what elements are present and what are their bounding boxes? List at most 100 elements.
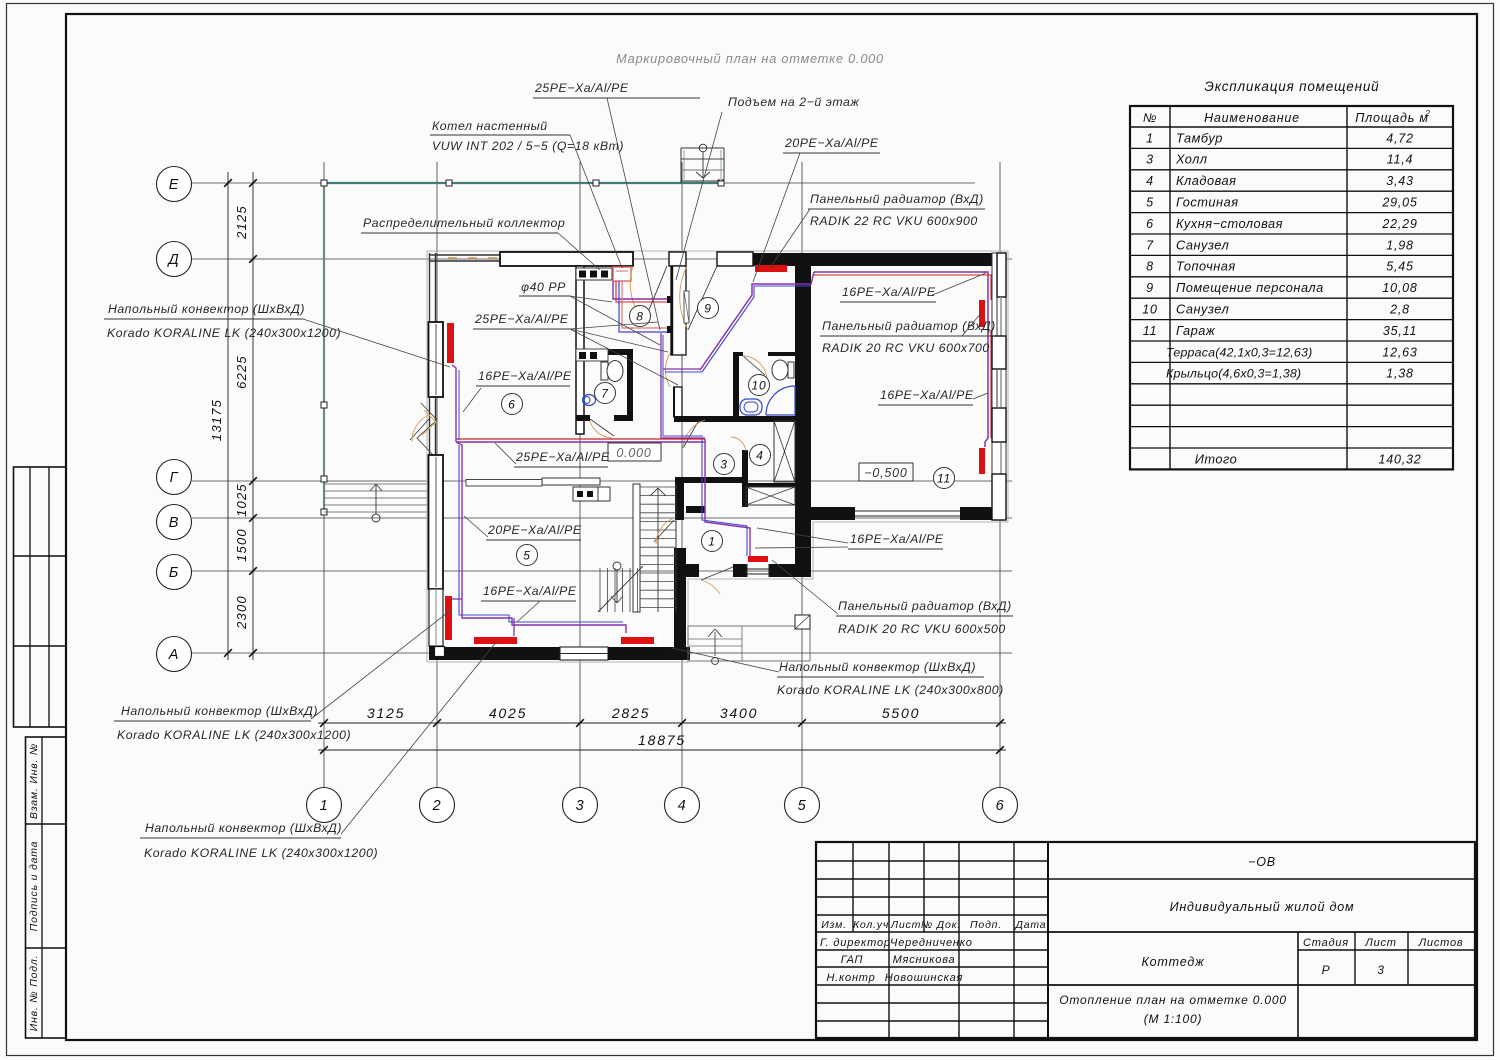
svg-text:Панельный радиатор (ВхД): Панельный радиатор (ВхД) [838, 599, 1012, 613]
svg-text:Изм.: Изм. [821, 919, 847, 931]
svg-text:Индивидуальный жилой дом: Индивидуальный жилой дом [1170, 900, 1355, 914]
svg-text:6225: 6225 [234, 355, 249, 389]
svg-text:Наименование: Наименование [1204, 111, 1300, 125]
svg-text:RADIK 20 RC VKU 600х500: RADIK 20 RC VKU 600х500 [838, 622, 1006, 636]
svg-text:13175: 13175 [209, 399, 224, 441]
svg-text:А: А [168, 647, 179, 663]
svg-text:16PE−Ха/Аl/РЕ: 16PE−Ха/Аl/РЕ [850, 532, 944, 546]
svg-text:1,98: 1,98 [1386, 238, 1414, 252]
svg-text:RADIK 22 RC VKU 600х900: RADIK 22 RC VKU 600х900 [810, 214, 978, 228]
svg-text:4,72: 4,72 [1386, 131, 1414, 145]
svg-text:3400: 3400 [720, 705, 758, 721]
svg-text:Г: Г [170, 470, 179, 486]
svg-text:№: № [1143, 111, 1157, 125]
svg-text:ГАП: ГАП [841, 954, 864, 966]
svg-text:29,05: 29,05 [1381, 196, 1417, 210]
svg-text:3: 3 [720, 458, 727, 472]
svg-text:Лист: Лист [1364, 937, 1397, 949]
svg-text:Р: Р [1322, 963, 1331, 977]
svg-text:Мясникова: Мясникова [893, 954, 956, 966]
svg-text:Листов: Листов [1418, 937, 1464, 949]
svg-text:1: 1 [320, 798, 329, 814]
svg-text:4025: 4025 [489, 705, 527, 721]
svg-text:Санузел: Санузел [1176, 302, 1229, 317]
svg-text:Korado KORALINE LK (240х300х80: Korado KORALINE LK (240х300х800) [777, 683, 1004, 697]
svg-text:−0,500: −0,500 [864, 466, 907, 480]
svg-text:16PE−Ха/Аl/РЕ: 16PE−Ха/Аl/РЕ [880, 388, 974, 402]
svg-text:3: 3 [1146, 153, 1154, 167]
svg-text:9: 9 [704, 302, 711, 316]
svg-text:1: 1 [708, 535, 715, 549]
svg-text:Г. директор: Г. директор [820, 937, 891, 949]
svg-text:6: 6 [1146, 217, 1154, 231]
svg-text:VUW INT 202 / 5−5 (Q=18 кВт): VUW INT 202 / 5−5 (Q=18 кВт) [432, 139, 624, 153]
svg-text:2300: 2300 [234, 595, 249, 630]
svg-text:8: 8 [636, 310, 643, 324]
svg-text:2125: 2125 [234, 205, 249, 240]
svg-text:35,11: 35,11 [1383, 324, 1417, 338]
svg-text:20PE−Ха/Аl/РЕ: 20PE−Ха/Аl/РЕ [487, 523, 582, 537]
svg-text:Напольный конвектор (ШхВхД): Напольный конвектор (ШхВхД) [108, 302, 305, 316]
svg-text:4: 4 [756, 449, 763, 463]
svg-text:Распределительный коллектор: Распределительный коллектор [363, 216, 565, 230]
svg-text:Площадь м: Площадь м [1355, 111, 1429, 125]
svg-text:22,29: 22,29 [1381, 217, 1417, 231]
svg-text:φ40 РР: φ40 РР [521, 280, 566, 294]
svg-text:Дата: Дата [1015, 919, 1047, 931]
svg-text:Взам. Инв. №: Взам. Инв. № [28, 743, 40, 819]
svg-text:№ Док.: № Док. [921, 919, 961, 931]
svg-text:Котел настенный: Котел настенный [432, 119, 548, 133]
svg-text:Помещение персонала: Помещение персонала [1176, 280, 1324, 295]
svg-text:Кладовая: Кладовая [1176, 173, 1236, 188]
svg-text:140,32: 140,32 [1378, 452, 1421, 466]
svg-text:16PE−Ха/Аl/РЕ: 16PE−Ха/Аl/РЕ [842, 285, 936, 299]
svg-text:Кухня−столовая: Кухня−столовая [1176, 216, 1283, 231]
svg-text:Подъем на 2−й этаж: Подъем на 2−й этаж [728, 95, 859, 109]
svg-text:Маркировочный план на отметке: Маркировочный план на отметке 0.000 [616, 51, 884, 66]
svg-text:25PE−Ха/Аl/РЕ: 25PE−Ха/Аl/РЕ [515, 450, 610, 464]
svg-text:RADIK 20 RC VKU 600х700: RADIK 20 RC VKU 600х700 [822, 341, 990, 355]
svg-text:Холл: Холл [1175, 152, 1208, 167]
svg-text:Д: Д [166, 252, 179, 268]
svg-text:Коттедж: Коттедж [1141, 955, 1205, 969]
svg-text:5: 5 [523, 549, 530, 563]
svg-text:1500: 1500 [234, 528, 249, 562]
svg-text:2,8: 2,8 [1389, 303, 1410, 317]
svg-text:11,4: 11,4 [1387, 153, 1414, 167]
svg-text:3,43: 3,43 [1386, 174, 1414, 188]
svg-text:Гостиная: Гостиная [1176, 195, 1239, 210]
svg-text:20PE−Ха/Аl/РЕ: 20PE−Ха/Аl/РЕ [784, 136, 879, 150]
svg-text:0.000: 0.000 [616, 446, 651, 460]
svg-text:Чередниченко: Чередниченко [890, 937, 973, 949]
svg-text:6: 6 [996, 798, 1005, 814]
svg-text:5: 5 [798, 798, 807, 814]
svg-text:3125: 3125 [367, 705, 405, 721]
svg-text:16PE−Ха/Аl/РЕ: 16PE−Ха/Аl/РЕ [478, 369, 572, 383]
svg-text:Крыльцо(4,6х0,3=1,38): Крыльцо(4,6х0,3=1,38) [1166, 367, 1301, 381]
svg-text:(М 1:100): (М 1:100) [1144, 1012, 1203, 1026]
svg-text:5500: 5500 [882, 705, 920, 721]
svg-text:1025: 1025 [234, 483, 249, 517]
svg-text:2: 2 [432, 798, 442, 814]
svg-text:10: 10 [1142, 303, 1158, 317]
svg-text:Напольный конвектор (ШхВхД): Напольный конвектор (ШхВхД) [121, 704, 318, 718]
svg-text:Б: Б [169, 565, 179, 581]
svg-text:25PE−Ха/Аl/РЕ: 25PE−Ха/Аl/РЕ [474, 312, 569, 326]
svg-text:Новошинская: Новошинская [885, 972, 963, 984]
svg-text:1,38: 1,38 [1386, 367, 1414, 381]
svg-text:5: 5 [1146, 196, 1154, 210]
svg-text:1: 1 [1146, 131, 1154, 145]
svg-text:Korado KORALINE LK (240х300х12: Korado KORALINE LK (240х300х1200) [107, 326, 341, 340]
svg-text:16PE−Ха/Аl/РЕ: 16PE−Ха/Аl/РЕ [483, 584, 577, 598]
svg-text:12,63: 12,63 [1382, 345, 1417, 359]
svg-text:Лист: Лист [890, 919, 921, 931]
svg-text:7: 7 [601, 387, 609, 401]
svg-text:3: 3 [576, 798, 585, 814]
svg-text:Напольный конвектор (ШхВхД): Напольный конвектор (ШхВхД) [145, 821, 342, 835]
svg-text:Стадия: Стадия [1303, 937, 1349, 949]
svg-text:2: 2 [1424, 108, 1431, 118]
svg-text:Подпись и дата: Подпись и дата [28, 841, 40, 932]
svg-text:4: 4 [678, 798, 687, 814]
svg-text:Korado KORALINE LK (240х300х12: Korado KORALINE LK (240х300х1200) [144, 846, 378, 860]
svg-text:Напольный конвектор (ШхВхД): Напольный конвектор (ШхВхД) [779, 660, 976, 674]
